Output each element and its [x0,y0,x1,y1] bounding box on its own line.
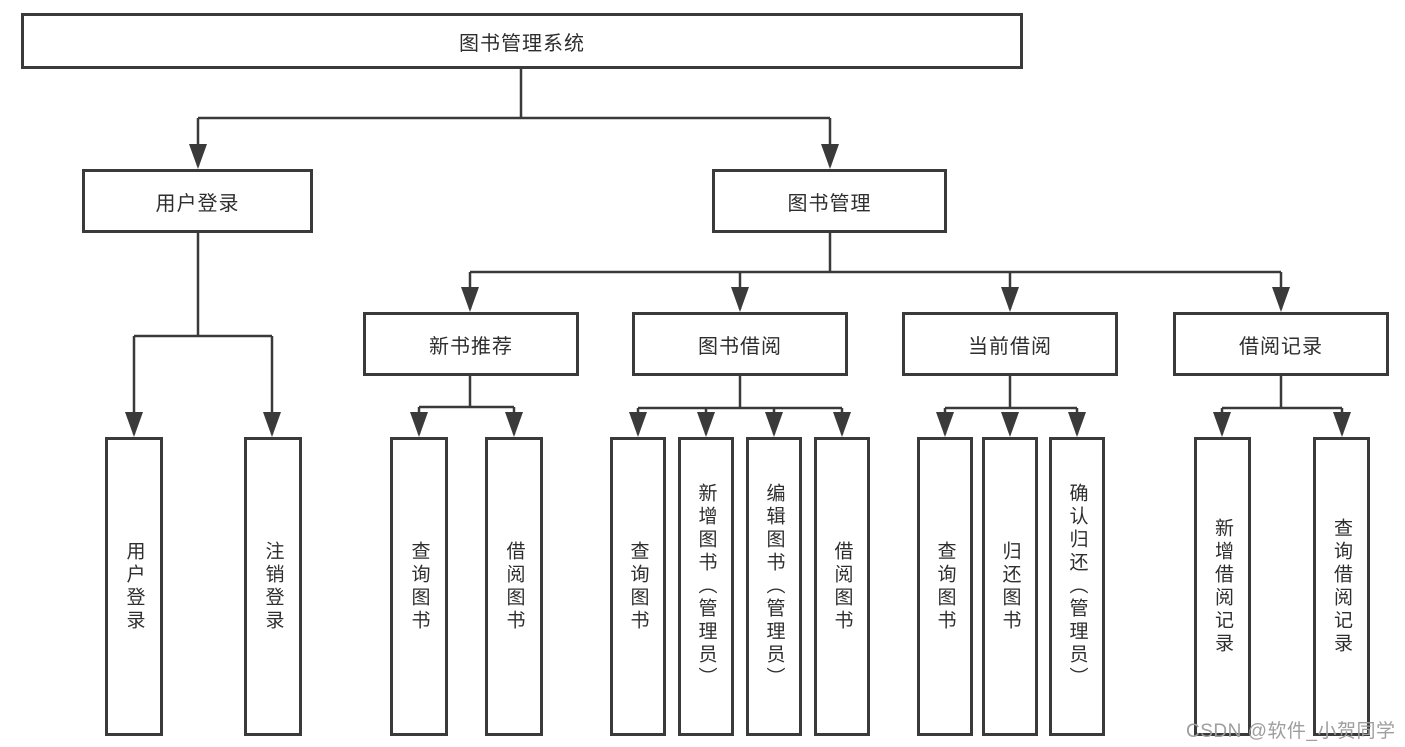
leaf-newbook-borrow-books-label: 借阅图书 [503,540,525,633]
leaf-logout-label: 注销登录 [262,540,284,633]
leaf-records-add-record-label: 新增借阅记录 [1212,517,1233,656]
node-borrow-records: 借阅记录 [1173,312,1389,376]
leaf-logout: 注销登录 [244,437,302,736]
node-current-borrow: 当前借阅 [902,312,1118,376]
leaf-current-return-books-label: 归还图书 [999,540,1021,633]
leaf-borrow-borrow-books-label: 借阅图书 [831,540,853,633]
leaf-current-confirm-return-admin: 确认归还（管理员） [1049,437,1105,736]
leaf-records-query-record: 查询借阅记录 [1313,437,1370,736]
node-system-root: 图书管理系统 [21,13,1023,69]
leaf-user-login: 用户登录 [105,437,163,736]
leaf-borrow-edit-books-admin-label: 编辑图书（管理员） [763,483,785,690]
node-book-borrow-label: 图书借阅 [698,335,782,358]
leaf-borrow-add-books-admin-label: 新增图书（管理员） [695,483,717,690]
node-book-management-label: 图书管理 [787,192,872,215]
leaf-user-login-label: 用户登录 [123,540,145,633]
node-book-management: 图书管理 [712,169,947,233]
node-user-login: 用户登录 [82,169,313,233]
node-system-root-label: 图书管理系统 [459,32,585,55]
leaf-borrow-edit-books-admin: 编辑图书（管理员） [746,437,802,736]
leaf-current-confirm-return-admin-label: 确认归还（管理员） [1066,483,1088,690]
leaf-borrow-query-books: 查询图书 [610,437,666,736]
leaf-records-add-record: 新增借阅记录 [1194,437,1251,736]
leaf-borrow-borrow-books: 借阅图书 [814,437,870,736]
csdn-watermark: CSDN @软件_小贺同学 [1186,721,1396,742]
leaf-newbook-query-books-label: 查询图书 [408,540,430,633]
node-borrow-records-label: 借阅记录 [1239,335,1323,358]
leaf-current-query-books-label: 查询图书 [934,540,956,633]
leaf-newbook-query-books: 查询图书 [390,437,448,736]
node-new-book-recommend: 新书推荐 [363,312,579,376]
node-new-book-recommend-label: 新书推荐 [429,335,513,358]
leaf-borrow-query-books-label: 查询图书 [627,540,649,633]
leaf-newbook-borrow-books: 借阅图书 [485,437,543,736]
leaf-records-query-record-label: 查询借阅记录 [1331,517,1352,656]
node-current-borrow-label: 当前借阅 [968,335,1052,358]
leaf-current-return-books: 归还图书 [982,437,1038,736]
leaf-borrow-add-books-admin: 新增图书（管理员） [678,437,734,736]
node-book-borrow: 图书借阅 [632,312,848,376]
node-user-login-label: 用户登录 [155,192,240,215]
leaf-current-query-books: 查询图书 [917,437,973,736]
